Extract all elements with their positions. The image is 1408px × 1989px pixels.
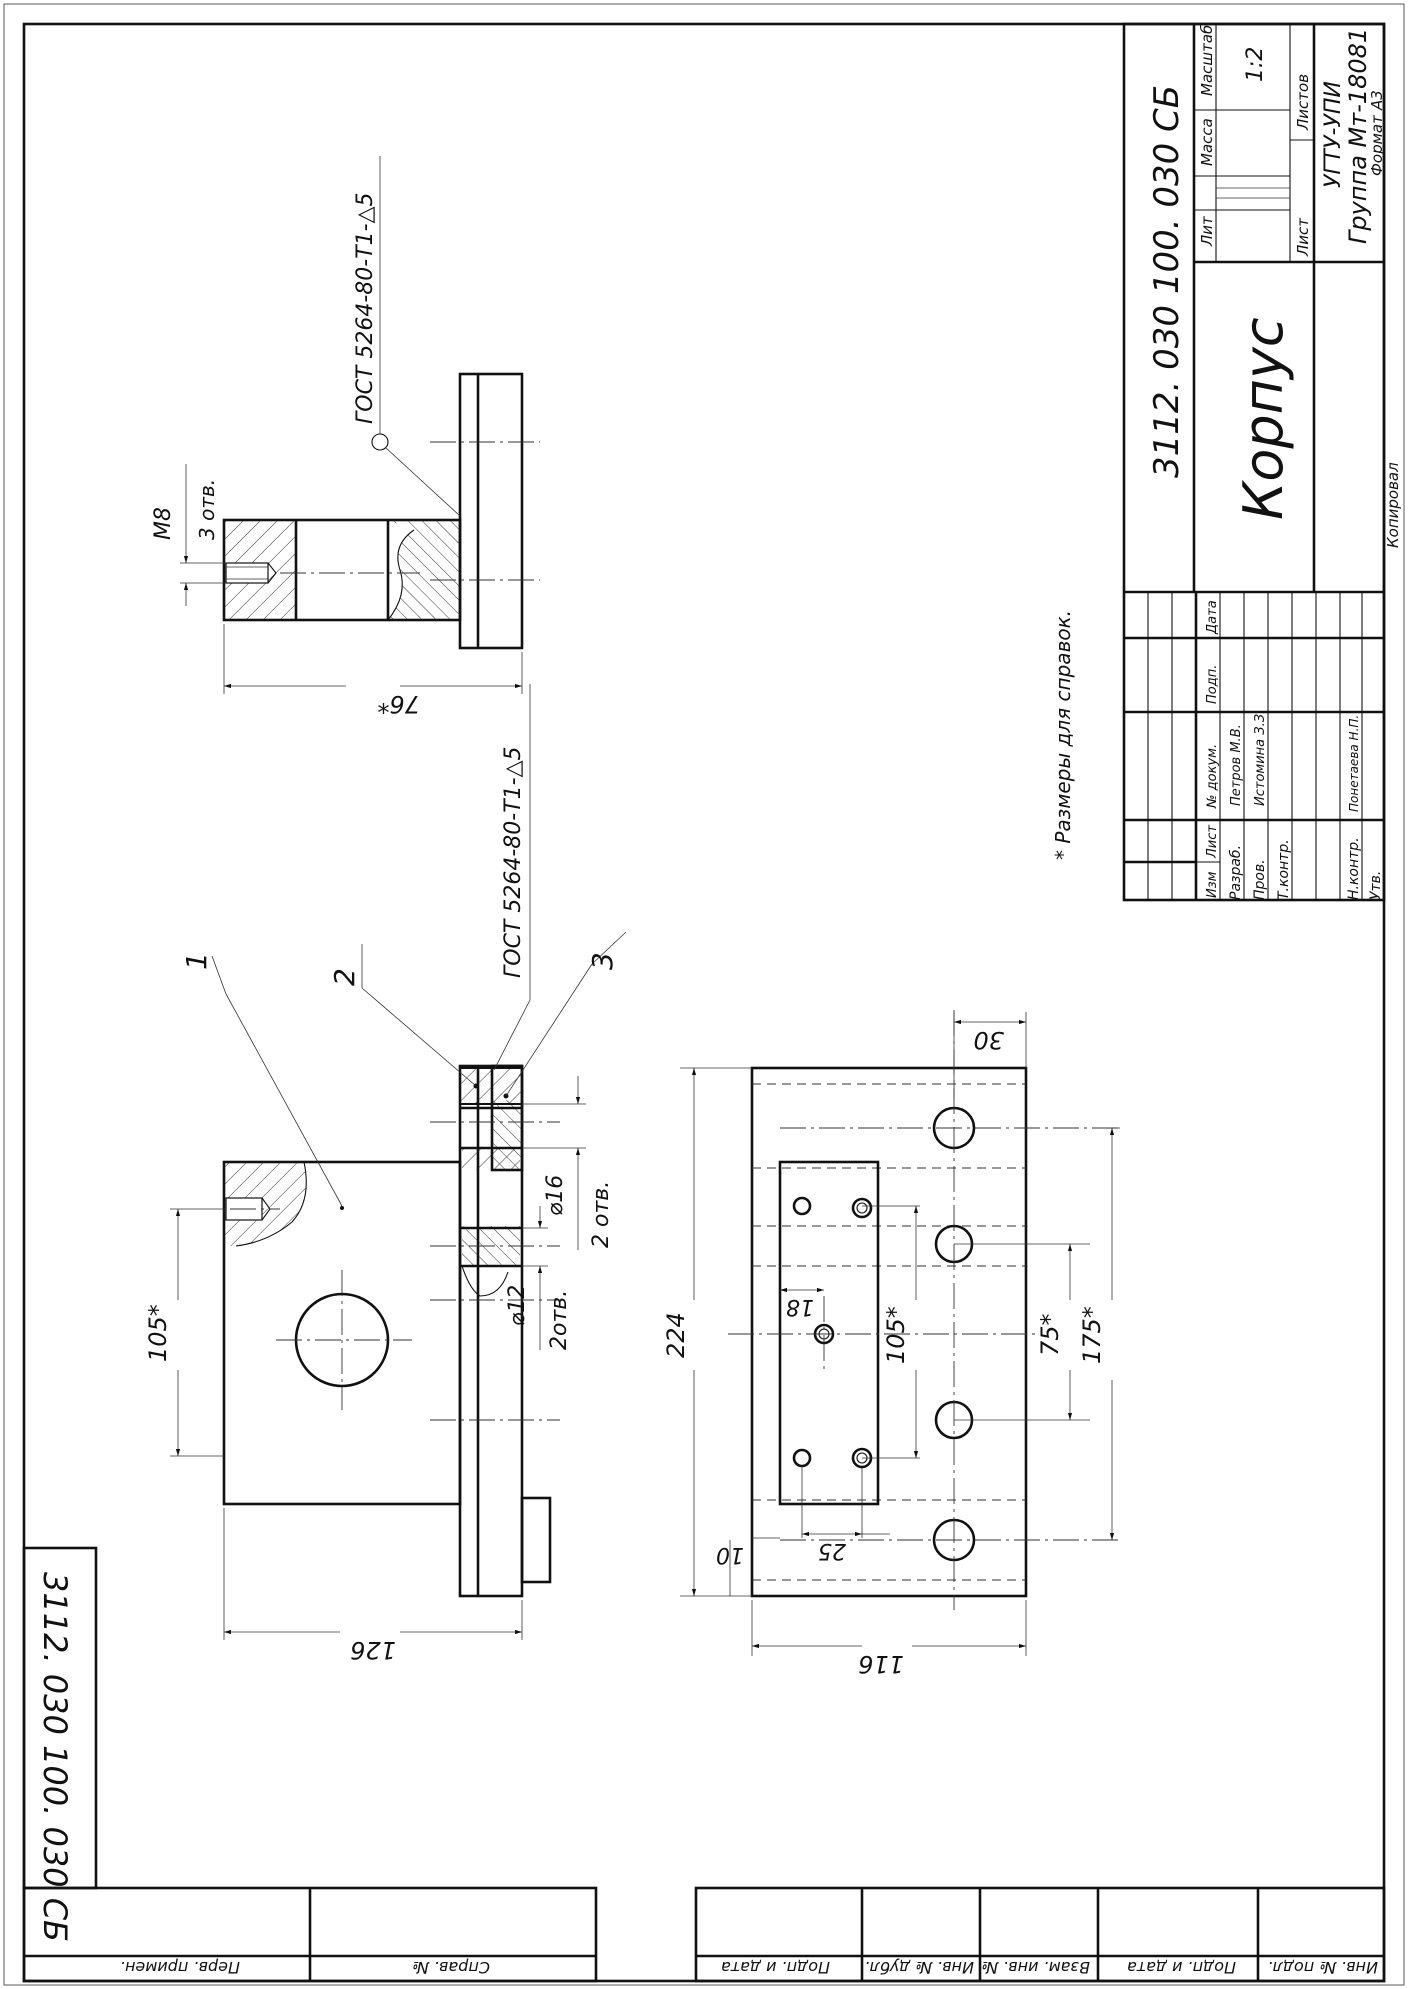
title-copied: Копировал (1384, 462, 1402, 548)
strip-sign-date-2: Подп. и дата (1127, 1958, 1236, 1977)
dim-18: 18 (786, 1294, 814, 1319)
front-view: 105* 126 ⌀16 2 отв. ⌀12 2отв. 1 2 3 (144, 684, 627, 1664)
rev-col-doc: № докум. (1205, 744, 1220, 809)
dim-m8: М8 (151, 507, 176, 540)
dim-25: 25 (818, 1538, 846, 1563)
dim-126: 126 (350, 1636, 396, 1664)
side-stamp: 3112. 030 100. 030 СБ (22, 1546, 98, 1942)
bottom-strip: Перв. примен. Справ. № Подп. и дата Инв.… (22, 1886, 1386, 1983)
dim-dia12: ⌀12 (505, 1285, 530, 1326)
title-part-name: Корпус (1232, 317, 1295, 520)
dim-175: 175* (1078, 1306, 1106, 1364)
role-tech-control: Т.контр. (1276, 839, 1292, 900)
dim-30: 30 (973, 1026, 1004, 1054)
rev-col-list: Лист (1205, 825, 1220, 859)
dim-105-plan: 105* (882, 1306, 910, 1364)
title-scale-value: 1:2 (1243, 47, 1268, 82)
role-developer: Разраб. (1228, 845, 1244, 900)
dim-76: 76* (377, 690, 420, 718)
role-approver: Утв. (1368, 871, 1384, 900)
dim-dia16-count: 2 отв. (589, 1181, 614, 1248)
name-norm-control: Понетаева Н.П. (1347, 715, 1361, 812)
dim-m8-count: 3 отв. (195, 479, 219, 540)
title-col-lit: Лит (1198, 215, 1216, 247)
title-format-label: Формат (1368, 114, 1386, 176)
rev-col-date: Дата (1205, 600, 1220, 635)
dim-105-side: 105* (144, 1304, 172, 1362)
title-block: 3112. 030 100. 030 СБ Корпус Лит Масса М… (1122, 22, 1402, 902)
top-view: М8 3 отв. 76* ГОСТ 5264-80-Т1-△5 (151, 156, 540, 718)
title-col-mass: Масса (1198, 118, 1216, 166)
dim-dia16: ⌀16 (543, 1175, 568, 1216)
role-norm-control: Н.контр. (1346, 837, 1362, 900)
weld-top-label: ГОСТ 5264-80-Т1-△5 (353, 192, 378, 424)
side-stamp-designation: 3112. 030 100. 030 СБ (36, 1572, 74, 1942)
strip-ref-no: Справ. № (412, 1958, 490, 1977)
name-developer: Петров М.В. (1229, 724, 1244, 806)
dim-224: 224 (662, 1312, 690, 1358)
strip-first-use: Перв. примен. (120, 1958, 240, 1977)
dim-10: 10 (716, 1542, 744, 1567)
strip-sign-date-1: Подп. и дата (721, 1958, 830, 1977)
plan-view: 224 116 30 18 105* 75* 175* 10 (662, 1010, 1120, 1678)
dim-116: 116 (858, 1650, 904, 1678)
leader-pos-3: 3 (586, 952, 619, 970)
leader-pos-2: 2 (328, 968, 361, 986)
strip-orig-inv: Инв. № подл. (1268, 1958, 1378, 1977)
rev-col-izm: Изм (1205, 871, 1220, 898)
dim-dia12-count: 2отв. (547, 1290, 572, 1350)
title-col-scale: Масштаб (1198, 25, 1216, 96)
rev-col-sign: Подп. (1205, 665, 1220, 704)
title-designation: 3112. 030 100. 030 СБ (1147, 85, 1187, 478)
weld-main-label: ГОСТ 5264-80-Т1-△5 (501, 746, 526, 978)
title-organization: УГТУ-УПИ (1321, 81, 1346, 188)
title-group: Группа Мт-18081 (1344, 28, 1372, 244)
title-format-value: А3 (1368, 90, 1386, 111)
leader-pos-1: 1 (180, 952, 213, 970)
reference-note: * Размеры для справок. (1051, 610, 1075, 860)
title-sheets-label: Листов (1294, 74, 1312, 131)
dim-75: 75* (1036, 1313, 1064, 1356)
title-sheet-label: Лист (1294, 217, 1312, 257)
strip-dupl-inv: Инв. № дубл. (865, 1958, 974, 1977)
strip-repl-inv: Взам. инв. № (981, 1958, 1090, 1977)
role-checker: Пров. (1252, 859, 1268, 900)
name-checker: Истомина З.З. (1253, 710, 1268, 806)
sheet-outer-border (3, 3, 1405, 1986)
